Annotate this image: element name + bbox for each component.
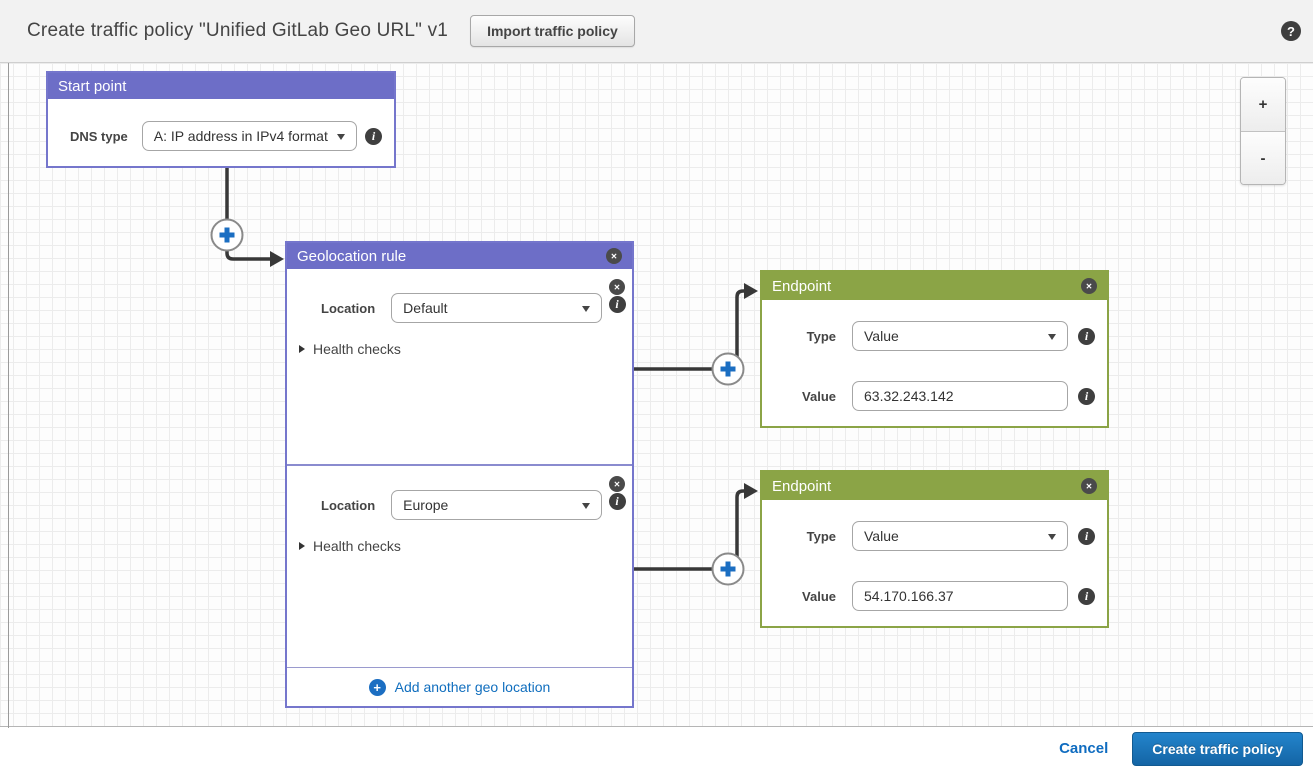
chevron-down-icon (337, 134, 345, 140)
chevron-down-icon (1048, 534, 1056, 540)
endpoint-type-value: Value (864, 528, 899, 544)
geo-location-section: ✕ i Location Europe Health checks (287, 466, 632, 668)
zoom-out-button[interactable]: - (1241, 131, 1285, 184)
endpoint-value-label: Value (802, 388, 836, 404)
dns-type-dropdown[interactable]: A: IP address in IPv4 format (141, 121, 357, 151)
dns-type-label: DNS type (70, 128, 128, 144)
location-label: Location (321, 497, 376, 513)
help-icon[interactable]: ? (1281, 21, 1301, 41)
geolocation-rule-header: Geolocation rule ✕ (287, 243, 632, 269)
add-rule-plus-icon[interactable] (210, 218, 244, 252)
endpoint-header: Endpoint ✕ (762, 472, 1107, 500)
endpoint-node: Endpoint ✕ Type Value i Value i (760, 270, 1109, 428)
endpoint-value-input[interactable] (864, 588, 1041, 604)
remove-location-icon[interactable]: ✕ (609, 279, 625, 295)
health-checks-toggle[interactable]: Health checks (299, 538, 401, 554)
top-bar: Create traffic policy "Unified GitLab Ge… (0, 0, 1313, 62)
dns-type-value: A: IP address in IPv4 format (153, 128, 328, 144)
collapsed-triangle-icon (299, 542, 305, 550)
geolocation-rule-title: Geolocation rule (297, 247, 407, 265)
health-checks-label: Health checks (313, 538, 401, 554)
location-dropdown[interactable]: Default (391, 293, 602, 323)
location-info-icon[interactable]: i (608, 296, 626, 313)
add-geo-location-link[interactable]: + Add another geo location (287, 668, 632, 706)
start-point-node: Start point DNS type A: IP address in IP… (46, 71, 396, 168)
footer-bar: Cancel Create traffic policy (0, 727, 1313, 770)
close-icon[interactable]: ✕ (606, 248, 622, 264)
start-point-header: Start point (48, 73, 394, 99)
add-geo-location-label: Add another geo location (394, 679, 551, 695)
endpoint-type-info-icon[interactable]: i (1078, 327, 1095, 345)
chevron-down-icon (582, 503, 590, 509)
canvas-left-border (8, 63, 9, 728)
endpoint-value-label: Value (802, 588, 836, 604)
geolocation-rule-node: Geolocation rule ✕ ✕ i Location Default … (285, 241, 634, 708)
collapsed-triangle-icon (299, 345, 305, 353)
add-rule-plus-icon[interactable] (711, 352, 745, 386)
endpoint-value-info-icon[interactable]: i (1078, 387, 1095, 405)
location-dropdown[interactable]: Europe (391, 490, 602, 520)
health-checks-label: Health checks (313, 341, 401, 357)
endpoint-type-value: Value (864, 328, 899, 344)
policy-canvas: Start point DNS type A: IP address in IP… (0, 62, 1313, 728)
chevron-down-icon (1048, 334, 1056, 340)
dns-type-info-icon[interactable]: i (365, 127, 382, 145)
endpoint-type-dropdown[interactable]: Value (852, 321, 1068, 351)
endpoint-header: Endpoint ✕ (762, 272, 1107, 300)
zoom-in-button[interactable]: + (1241, 78, 1285, 131)
health-checks-toggle[interactable]: Health checks (299, 341, 401, 357)
start-point-title: Start point (58, 77, 127, 95)
close-icon[interactable]: ✕ (1081, 278, 1097, 294)
connector-layer (210, 168, 758, 586)
add-rule-plus-icon[interactable] (711, 552, 745, 586)
endpoint-type-label: Type (806, 528, 836, 544)
endpoint-value-field (852, 581, 1068, 611)
endpoint-node: Endpoint ✕ Type Value i Value i (760, 470, 1109, 628)
location-info-icon[interactable]: i (608, 493, 626, 510)
plus-icon: + (368, 678, 386, 696)
location-label: Location (321, 300, 376, 316)
endpoint-type-info-icon[interactable]: i (1078, 527, 1095, 545)
location-value: Default (403, 300, 448, 316)
connector-start-to-geo (225, 168, 284, 267)
endpoint-value-input[interactable] (864, 388, 1041, 404)
endpoint-title: Endpoint (772, 477, 832, 495)
endpoint-type-dropdown[interactable]: Value (852, 521, 1068, 551)
endpoint-title: Endpoint (772, 277, 832, 295)
location-value: Europe (403, 497, 449, 513)
chevron-down-icon (582, 306, 590, 312)
cancel-link[interactable]: Cancel (1059, 740, 1109, 757)
create-traffic-policy-button[interactable]: Create traffic policy (1132, 731, 1303, 766)
endpoint-value-field (852, 381, 1068, 411)
page-title: Create traffic policy "Unified GitLab Ge… (27, 20, 449, 41)
endpoint-type-label: Type (806, 328, 836, 344)
endpoint-value-info-icon[interactable]: i (1078, 587, 1095, 605)
remove-location-icon[interactable]: ✕ (609, 476, 625, 492)
import-traffic-policy-button[interactable]: Import traffic policy (470, 15, 635, 47)
zoom-controls: + - (1240, 77, 1286, 185)
geo-location-section: ✕ i Location Default Health checks (287, 269, 632, 466)
close-icon[interactable]: ✕ (1081, 478, 1097, 494)
